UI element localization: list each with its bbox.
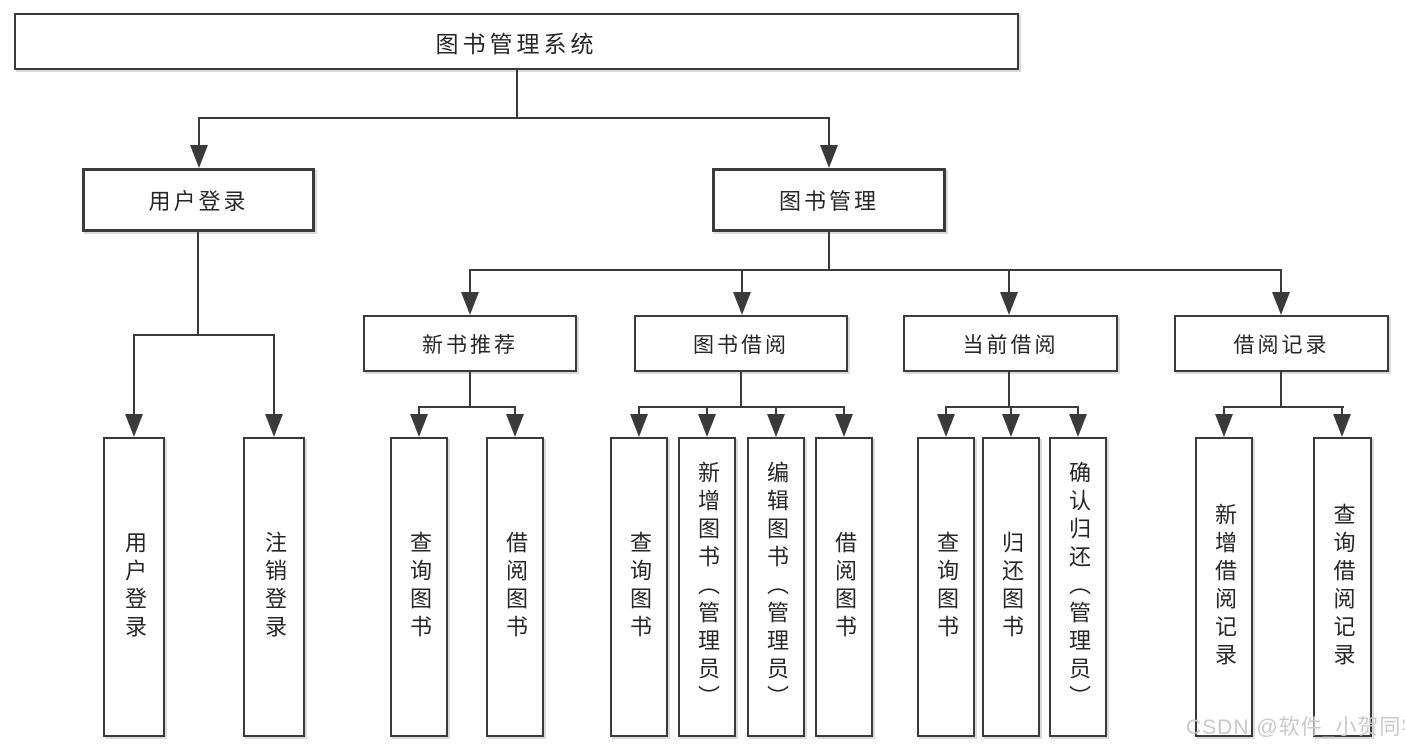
connector-stem	[1077, 406, 1079, 420]
arrowhead	[733, 292, 751, 315]
node-label: 新书推荐	[422, 333, 518, 357]
connector-nbr-stem	[469, 372, 471, 408]
connector-stem	[1341, 406, 1343, 420]
arrowhead	[630, 414, 648, 437]
connector-book-mgmt-stem	[828, 232, 830, 271]
node-label: 图书借阅	[693, 333, 789, 357]
leaf-borrow-books-1: 借阅图书	[486, 437, 544, 737]
connector-stem	[706, 406, 708, 420]
connector-bb-branch	[638, 406, 845, 408]
node-current-borrowing: 当前借阅	[903, 315, 1118, 372]
node-label: 确认归还（管理员）	[1066, 461, 1091, 713]
arrowhead	[1272, 292, 1290, 315]
connector-user-login-stem	[197, 232, 199, 336]
node-label: 借阅图书	[832, 531, 857, 643]
leaf-return-books: 归还图书	[982, 437, 1040, 737]
connector-stem	[273, 334, 275, 419]
leaf-add-books-admin: 新增图书（管理员）	[678, 437, 736, 737]
connector-stem	[638, 406, 640, 420]
connector-stem	[1008, 269, 1010, 295]
arrowhead	[1215, 414, 1233, 437]
arrowhead	[1000, 292, 1018, 315]
arrowhead	[410, 414, 428, 437]
node-user-login: 用户登录	[82, 168, 315, 232]
connector-stem	[828, 117, 830, 152]
connector-stem	[469, 269, 471, 295]
connector-root-stem	[516, 69, 518, 118]
node-label: 图书管理系统	[435, 30, 598, 57]
leaf-add-borrow-record: 新增借阅记录	[1195, 437, 1253, 737]
node-label: 归还图书	[999, 531, 1024, 643]
connector-br-stem	[1280, 372, 1282, 408]
connector-cb-branch	[945, 406, 1079, 408]
node-label: 编辑图书（管理员）	[764, 461, 789, 713]
node-book-borrowing: 图书借阅	[634, 315, 848, 372]
node-label: 借阅记录	[1233, 333, 1330, 357]
arrowhead	[506, 414, 524, 437]
node-label: 当前借阅	[962, 333, 1059, 357]
csdn-watermark: CSDN @软件_小贺同学	[1186, 716, 1405, 739]
connector-nbr-branch	[418, 406, 516, 408]
node-label: 新增借阅记录	[1212, 503, 1237, 671]
connector-cb-stem	[1008, 372, 1010, 408]
connector-book-mgmt-branch	[469, 269, 1282, 271]
connector-user-login-branch	[133, 334, 275, 336]
node-new-book-recommendation: 新书推荐	[363, 315, 577, 372]
connector-root-branch	[198, 117, 830, 119]
arrowhead	[461, 292, 479, 315]
leaf-query-borrow-record: 查询借阅记录	[1313, 437, 1372, 737]
node-label: 注销登录	[262, 531, 287, 643]
leaf-query-books-3: 查询图书	[917, 437, 975, 737]
connector-stem	[1280, 269, 1282, 295]
arrowhead	[767, 414, 785, 437]
arrowhead	[190, 145, 208, 168]
leaf-user-login: 用户登录	[103, 437, 165, 737]
arrowhead	[835, 414, 853, 437]
node-label: 新增图书（管理员）	[695, 461, 720, 713]
arrowhead	[265, 414, 283, 437]
arrowhead	[937, 414, 955, 437]
connector-stem	[514, 406, 516, 420]
connector-stem	[198, 117, 200, 152]
connector-stem	[741, 269, 743, 295]
node-library-management-system: 图书管理系统	[14, 13, 1019, 70]
arrowhead	[1002, 414, 1020, 437]
arrowhead	[698, 414, 716, 437]
connector-bb-stem	[740, 372, 742, 408]
node-label: 查询图书	[407, 531, 432, 643]
connector-stem	[418, 406, 420, 420]
node-label: 图书管理	[778, 189, 879, 214]
arrowhead	[820, 145, 838, 168]
node-label: 用户登录	[148, 189, 249, 214]
connector-stem	[843, 406, 845, 420]
node-label: 查询图书	[934, 531, 959, 643]
node-label: 借阅图书	[503, 531, 528, 643]
arrowhead	[125, 414, 143, 437]
leaf-logout: 注销登录	[243, 437, 305, 737]
node-label: 查询借阅记录	[1330, 503, 1356, 671]
connector-stem	[1010, 406, 1012, 420]
leaf-query-books-1: 查询图书	[390, 437, 448, 737]
node-label: 查询图书	[627, 531, 652, 643]
leaf-query-books-2: 查询图书	[610, 437, 668, 737]
node-borrowing-records: 借阅记录	[1174, 315, 1389, 372]
connector-stem	[945, 406, 947, 420]
node-label: 用户登录	[122, 531, 147, 643]
connector-br-branch	[1223, 406, 1344, 408]
leaf-edit-books-admin: 编辑图书（管理员）	[747, 437, 805, 737]
node-book-management: 图书管理	[712, 168, 946, 232]
connector-stem	[775, 406, 777, 420]
connector-stem	[133, 334, 135, 419]
arrowhead	[1069, 414, 1087, 437]
leaf-borrow-books-2: 借阅图书	[815, 437, 873, 737]
leaf-confirm-return-admin: 确认归还（管理员）	[1049, 437, 1107, 737]
connector-stem	[1223, 406, 1225, 420]
arrowhead	[1333, 414, 1351, 437]
